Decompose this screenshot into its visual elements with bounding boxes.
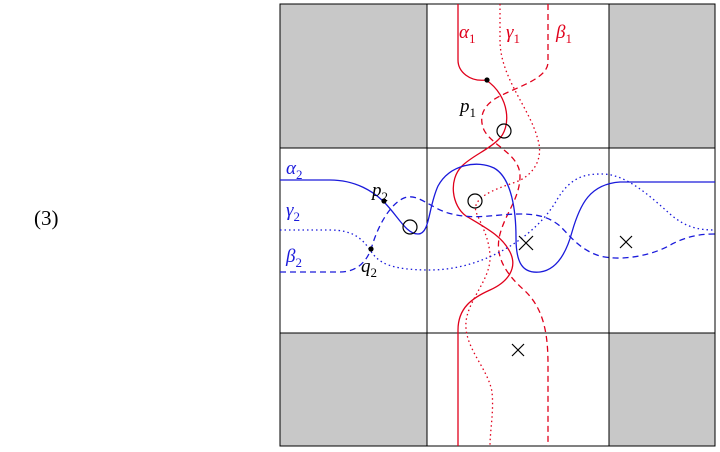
outer-frame — [279, 3, 716, 447]
circle-marker-left — [402, 219, 418, 235]
gamma2-label: γ2 — [286, 200, 300, 224]
beta2-label: β2 — [285, 246, 302, 270]
cross-markers — [511, 235, 633, 357]
q2-label: q2 — [361, 256, 377, 280]
circle-markers — [402, 123, 512, 235]
curve-labels: α1 γ1 β1 α2 γ2 β2 — [285, 22, 572, 270]
gamma1-curve — [465, 4, 541, 447]
alpha1-label: α1 — [459, 22, 475, 46]
point-labels: p1 p2 q2 — [361, 96, 476, 280]
equation-label: (3) — [34, 206, 59, 230]
red-curves — [452, 4, 549, 447]
circle-marker-top — [496, 123, 512, 139]
shaded-top-left — [280, 4, 427, 148]
shaded-bottom-right — [609, 333, 715, 446]
alpha2-curve — [280, 163, 715, 273]
blue-curves — [280, 163, 716, 273]
p2-dot — [381, 198, 387, 204]
shaded-bottom-left — [280, 333, 427, 446]
p2-label: p2 — [370, 180, 388, 204]
alpha1-curve — [452, 4, 514, 446]
shaded-corners — [280, 4, 715, 446]
gamma2-curve — [280, 173, 716, 271]
q2-dot — [368, 246, 374, 252]
cross-marker-bottom — [511, 343, 525, 357]
cross-marker-center — [518, 235, 534, 251]
p1-label: p1 — [458, 96, 476, 120]
gamma1-label: γ1 — [506, 22, 520, 46]
shaded-top-right — [609, 4, 715, 148]
beta1-label: β1 — [555, 22, 572, 46]
cross-marker-right — [619, 235, 633, 249]
p1-dot — [484, 77, 490, 83]
grid-lines — [279, 3, 716, 447]
beta2-curve — [280, 196, 716, 273]
beta1-curve — [481, 4, 549, 446]
circle-marker-middle — [467, 193, 483, 209]
alpha2-label: α2 — [286, 158, 302, 182]
marked-points — [368, 77, 490, 252]
